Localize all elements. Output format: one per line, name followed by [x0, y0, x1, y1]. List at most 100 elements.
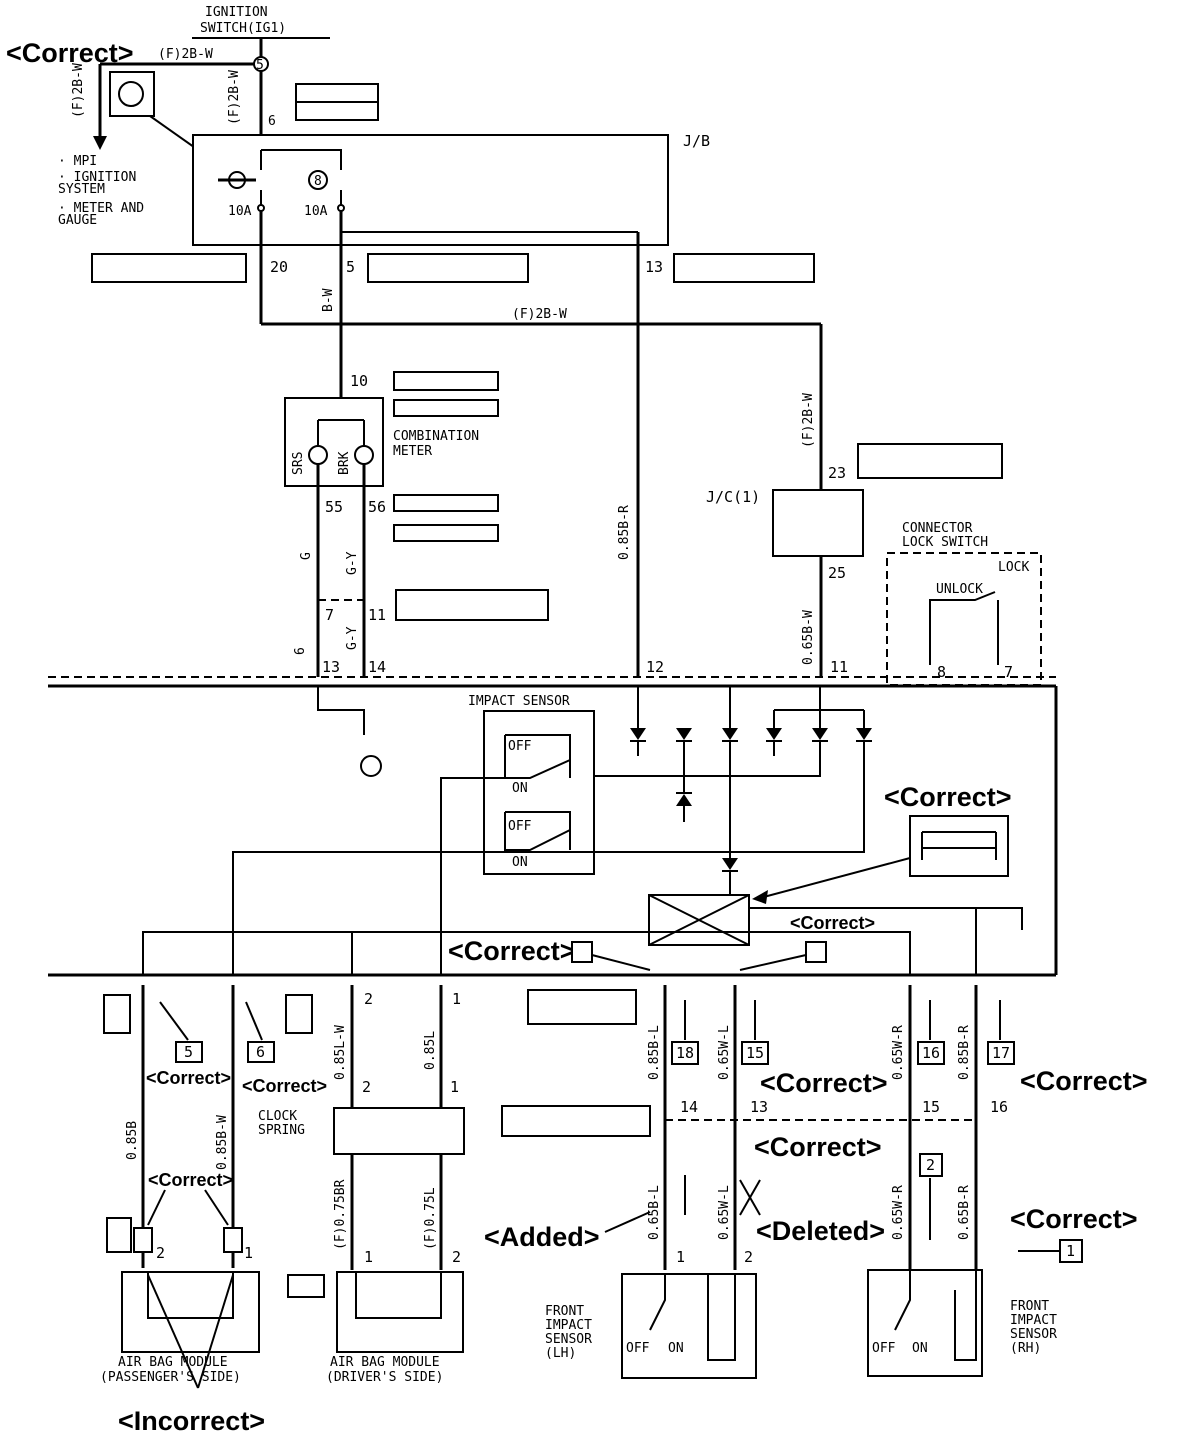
combination-meter-label: COMBINATION	[393, 429, 479, 444]
leader-line	[147, 1274, 199, 1389]
connector-terminal	[133, 1227, 153, 1253]
pin-label: 5	[346, 258, 355, 276]
squib-circuit	[355, 1272, 442, 1319]
mpi-label: · MPI	[58, 154, 97, 169]
wire-label: G-Y	[345, 626, 360, 650]
connector-icon	[103, 994, 131, 1034]
off-label: OFF	[508, 739, 532, 754]
ignition-switch-label: IGNITION	[205, 5, 268, 20]
pin-label: 1	[452, 990, 461, 1008]
srs-label: SRS	[291, 452, 306, 475]
pin-label: 56	[368, 498, 386, 516]
pin-label: 23	[828, 464, 846, 482]
added-annotation: <Added>	[484, 1222, 600, 1252]
callout-5	[175, 1041, 203, 1063]
arrow-icon	[752, 890, 768, 904]
connector-terminal	[223, 1227, 243, 1253]
connector-icon	[393, 524, 499, 542]
wire	[440, 777, 505, 975]
pin-label: 2	[362, 1078, 371, 1096]
leader-line	[159, 1001, 189, 1041]
pin-label: 14	[368, 658, 386, 676]
callout-number: 1	[1066, 1242, 1075, 1260]
diode-array	[630, 728, 872, 872]
impact-switch-1	[504, 734, 571, 779]
leader-line	[204, 1189, 229, 1226]
wire-label: 0.65W-L	[717, 1025, 732, 1080]
deleted-cross	[739, 1179, 761, 1216]
off-label: OFF	[626, 1341, 650, 1356]
pin-label: 2	[364, 990, 373, 1008]
wire	[594, 686, 865, 777]
leader-line	[197, 1274, 234, 1389]
leader-line	[739, 954, 807, 971]
callout-18	[671, 1041, 699, 1065]
pin-label: 1	[244, 1244, 253, 1262]
pin-label: 16	[990, 1098, 1008, 1116]
connector-icon	[285, 994, 313, 1034]
jc-box	[772, 489, 864, 557]
jb-label: J/B	[683, 132, 710, 150]
wire	[142, 931, 911, 975]
correct-detail-box	[909, 815, 1009, 877]
lock-switch-label: LOCK SWITCH	[902, 535, 988, 550]
jb-box	[192, 134, 669, 246]
front-sensor-rh-label: (RH)	[1010, 1341, 1041, 1356]
fuse-number: 8	[314, 174, 322, 189]
correct-detail-symbol	[921, 831, 997, 860]
wire-label: 0.85L	[423, 1031, 438, 1070]
impact-switch-2	[504, 811, 571, 851]
correct-annotation-small: <Correct>	[146, 1068, 231, 1088]
lock-switch-contact	[929, 591, 999, 665]
pin-label: 11	[830, 658, 848, 676]
front-sensor-rh-circuit	[894, 1270, 977, 1361]
wire-label: 0.85B-W	[215, 1115, 230, 1170]
front-sensor-rh-label: IMPACT	[1010, 1313, 1057, 1328]
wire-label: 0.65W-L	[717, 1185, 732, 1240]
callout-2	[919, 1153, 943, 1177]
callout-number: 5	[184, 1043, 193, 1061]
correct-annotation-center: <Correct>	[760, 1068, 888, 1098]
front-sensor-rh-label: FRONT	[1010, 1299, 1049, 1314]
fuse-callout-icon	[118, 81, 144, 107]
pin-label: 6	[293, 647, 308, 655]
airbag-driver-label: (DRIVER'S SIDE)	[326, 1370, 443, 1385]
callout-15	[741, 1041, 769, 1065]
fuse-terminal	[257, 204, 265, 212]
pin-label: 1	[676, 1248, 685, 1266]
correct-annotation-center-2: <Correct>	[754, 1132, 882, 1162]
squib-circuit	[147, 1272, 234, 1319]
connector-icon	[393, 494, 499, 512]
correct-annotation-small: <Correct>	[242, 1076, 327, 1096]
connector-icon	[527, 989, 637, 1025]
pin-label: 7	[1004, 663, 1013, 681]
wire-label: B-W	[321, 288, 336, 312]
wire-label: 0.85B-R	[957, 1025, 972, 1080]
clock-spring-label: CLOCK	[258, 1109, 297, 1124]
off-label: OFF	[872, 1341, 896, 1356]
arrow-down-icon	[93, 136, 107, 150]
wire-label: (F)2B-W	[512, 307, 567, 322]
brk-label: BRK	[337, 451, 352, 475]
mpi-label: GAUGE	[58, 213, 97, 228]
wire-label: 0.65W-R	[891, 1025, 906, 1080]
triangle-callout-box	[805, 941, 827, 963]
pin-label: 15	[922, 1098, 940, 1116]
connector-icon	[673, 253, 815, 283]
wire-label: 0.85B	[125, 1121, 140, 1160]
pin-label: 13	[750, 1098, 768, 1116]
leader-line	[147, 1189, 166, 1226]
wire	[749, 907, 1023, 930]
front-sensor-rh-box	[867, 1269, 983, 1377]
pin-label: 8	[937, 663, 946, 681]
pin-label: 13	[322, 658, 340, 676]
correct-annotation-small: <Correct>	[790, 913, 875, 933]
connector-icon	[395, 589, 549, 621]
correct-annotation-small: <Correct>	[148, 1170, 233, 1190]
airbag-pass-label: AIR BAG MODULE	[118, 1355, 228, 1370]
pin-label: 13	[645, 258, 663, 276]
brk-lamp-icon	[354, 445, 374, 465]
callout-number: 6	[256, 1043, 265, 1061]
front-sensor-lh-circuit	[649, 1274, 736, 1361]
